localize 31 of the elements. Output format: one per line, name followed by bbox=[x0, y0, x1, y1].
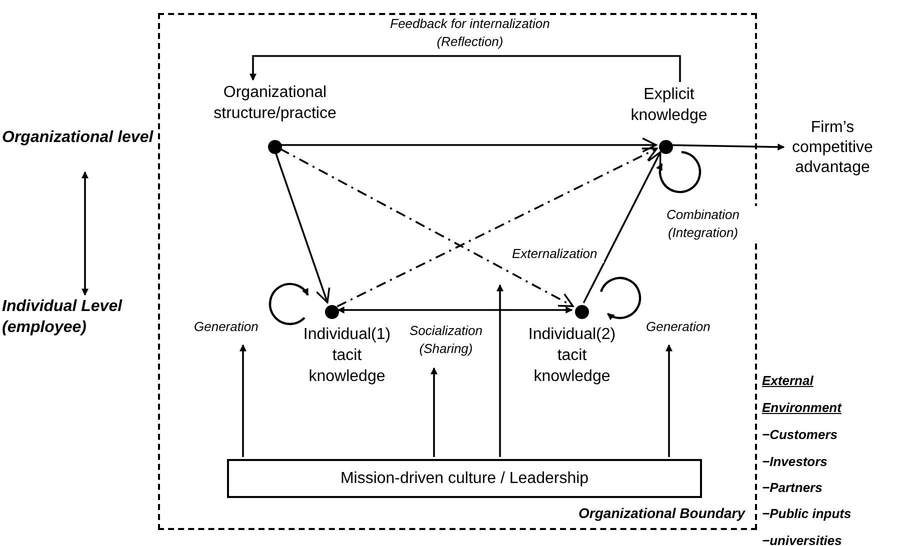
loop-arrow bbox=[656, 150, 702, 194]
double-arrow bbox=[337, 306, 573, 314]
arrow bbox=[281, 137, 657, 153]
node-caption: Organizational structure/practice bbox=[212, 83, 338, 124]
boundary-label: Organizational Boundary bbox=[578, 504, 745, 523]
arrow bbox=[672, 144, 785, 151]
environment-item: −Partners bbox=[762, 479, 824, 497]
dash-dot-arrow bbox=[336, 148, 658, 308]
node-caption: Explicit knowledge bbox=[630, 85, 708, 126]
double-arrow bbox=[82, 171, 88, 296]
arrow bbox=[240, 344, 246, 457]
node-caption: Individual(2) tacit knowledge bbox=[527, 325, 617, 387]
environment-item: −Public inputs bbox=[762, 505, 852, 523]
arrow bbox=[666, 344, 672, 457]
arrow bbox=[582, 151, 662, 304]
arrow bbox=[250, 55, 681, 82]
environment-heading: External Environment bbox=[762, 372, 843, 417]
level-label: Organizational level bbox=[2, 127, 168, 171]
loop-arrow bbox=[268, 282, 309, 326]
culture-box: Mission-driven culture / Leadership bbox=[227, 459, 702, 498]
environment-item: −universities bbox=[762, 532, 843, 546]
arrow bbox=[430, 367, 438, 457]
loop-arrow bbox=[600, 276, 642, 320]
outcome-label: Firm’s competitive advantage bbox=[785, 118, 880, 178]
dash-dot-arrow bbox=[280, 148, 574, 308]
node-caption: Individual(1) tacit knowledge bbox=[302, 325, 392, 387]
arrow bbox=[496, 284, 504, 457]
environment-item: −Customers bbox=[762, 426, 838, 444]
arrow bbox=[274, 152, 330, 304]
environment-item: −Investors bbox=[762, 453, 828, 471]
level-label: Individual Level (employee) bbox=[2, 296, 168, 360]
